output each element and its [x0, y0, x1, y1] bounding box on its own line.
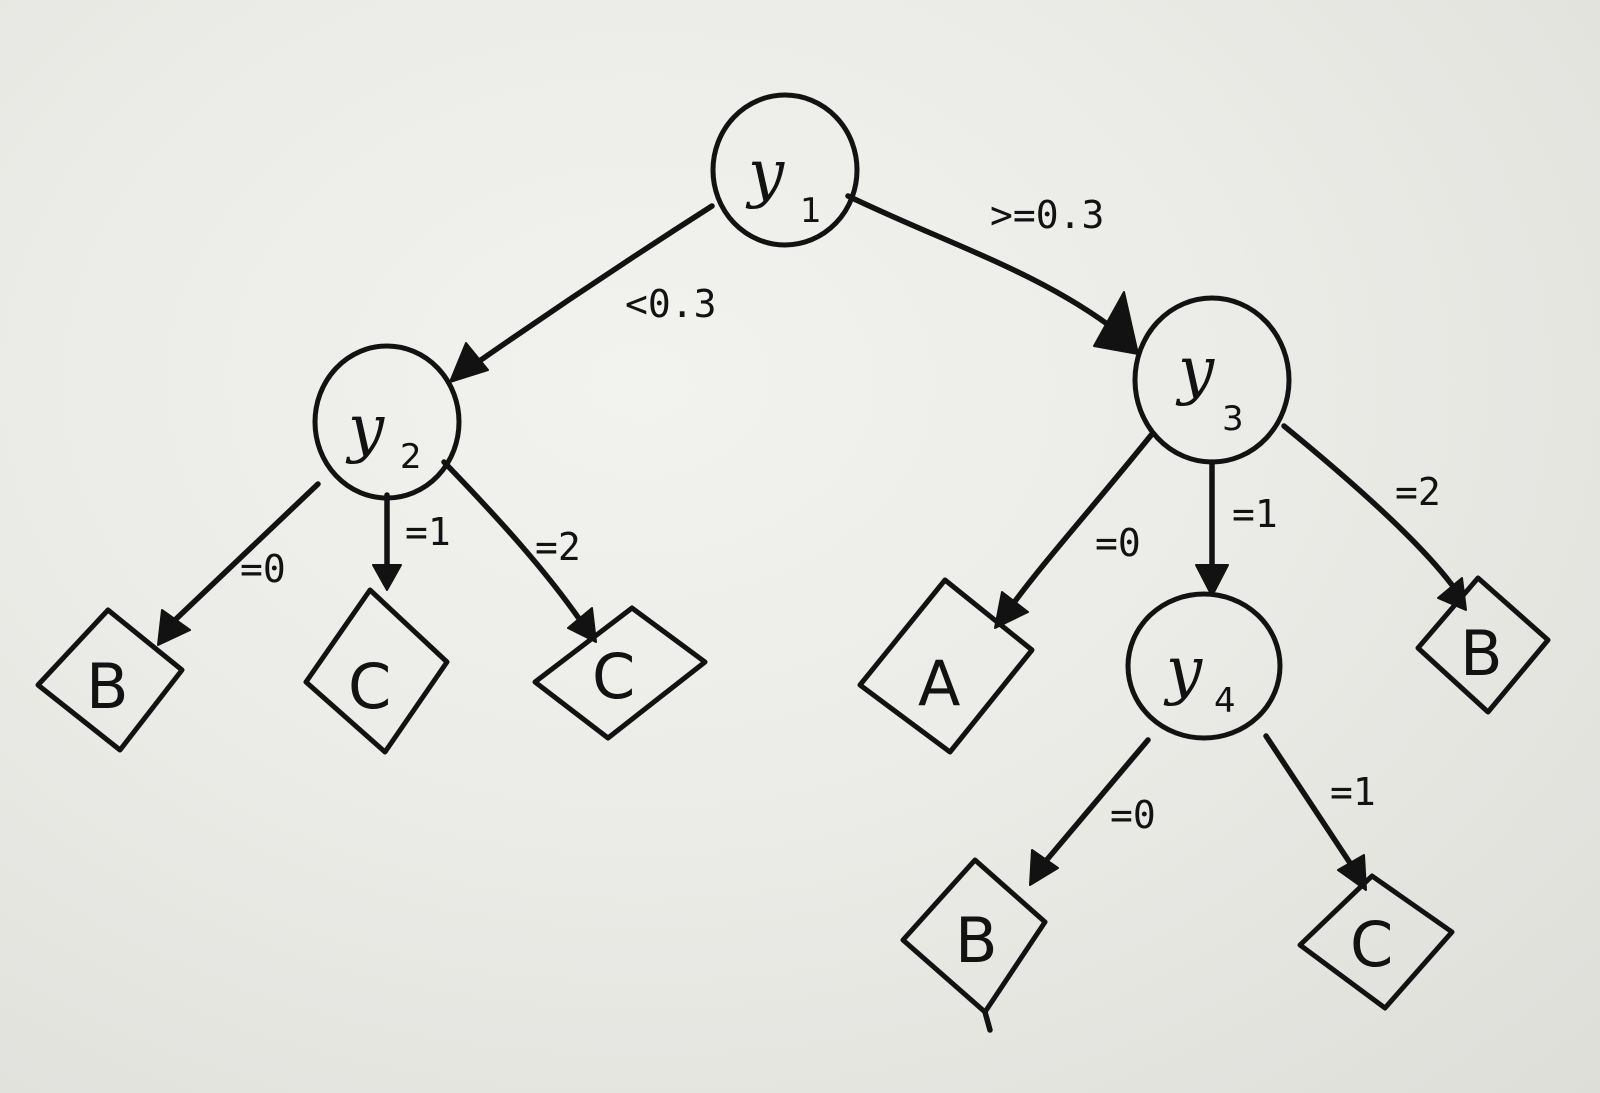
node-y1-var: y [745, 137, 785, 211]
edge-label-y2-leaf2: =1 [405, 510, 451, 554]
edge-label-y3-y4: =1 [1232, 492, 1278, 536]
edge-label-y4-leaf7: =1 [1330, 770, 1376, 814]
leaf-7: C [1297, 873, 1455, 1011]
node-y4-sub: 4 [1214, 681, 1236, 721]
leaf-4: A [857, 577, 1035, 755]
pen-stroke [982, 1009, 993, 1033]
leaf-2-label: C [348, 650, 391, 723]
edge-y1-y2 [449, 203, 715, 383]
leaf-4-label: A [918, 647, 960, 720]
node-y4-var: y [1163, 634, 1203, 708]
leaf-5-label: B [1460, 617, 1503, 690]
edge-y3-leaf4 [994, 431, 1155, 629]
node-y2: y 2 [312, 343, 462, 501]
leaf-7-label: C [1350, 908, 1393, 981]
leaf-6: B [900, 857, 1048, 1015]
leaf-6-label: B [955, 904, 998, 977]
node-y1-sub: 1 [800, 191, 822, 231]
edge-y4-leaf7 [1263, 733, 1367, 891]
leaf-3-label: C [592, 640, 635, 713]
node-y1: y 1 [710, 92, 860, 248]
edge-label-y4-leaf6: =0 [1110, 793, 1156, 837]
node-y2-sub: 2 [400, 437, 422, 477]
edge-y2-leaf3 [441, 459, 597, 643]
edge-y4-leaf6 [1029, 737, 1151, 886]
edge-y3-leaf5 [1281, 423, 1467, 611]
edge-y2-leaf2 [372, 492, 402, 591]
edge-label-y3-leaf4: =0 [1095, 521, 1141, 565]
leaf-3: C [532, 605, 708, 741]
edge-label-y2-leaf1: =0 [240, 547, 286, 591]
node-y3-var: y [1175, 334, 1215, 408]
leaf-5: B [1415, 575, 1551, 715]
edge-label-y1-y2: <0.3 [625, 282, 717, 326]
edge-y1-y3 [845, 193, 1139, 355]
edge-label-y3-leaf5: =2 [1395, 470, 1441, 514]
node-y3-sub: 3 [1222, 399, 1244, 439]
node-y3: y 3 [1132, 295, 1292, 465]
node-y2-var: y [345, 392, 385, 466]
edge-y3-y4 [1195, 459, 1229, 597]
edge-label-y2-leaf3: =2 [535, 525, 581, 569]
edge-label-y1-y3: >=0.3 [990, 193, 1104, 237]
node-y4: y 4 [1125, 591, 1283, 741]
leaf-1-label: B [86, 650, 129, 723]
leaf-1: B [35, 607, 185, 753]
edge-y2-leaf1 [157, 481, 321, 646]
leaf-2: C [303, 587, 450, 755]
